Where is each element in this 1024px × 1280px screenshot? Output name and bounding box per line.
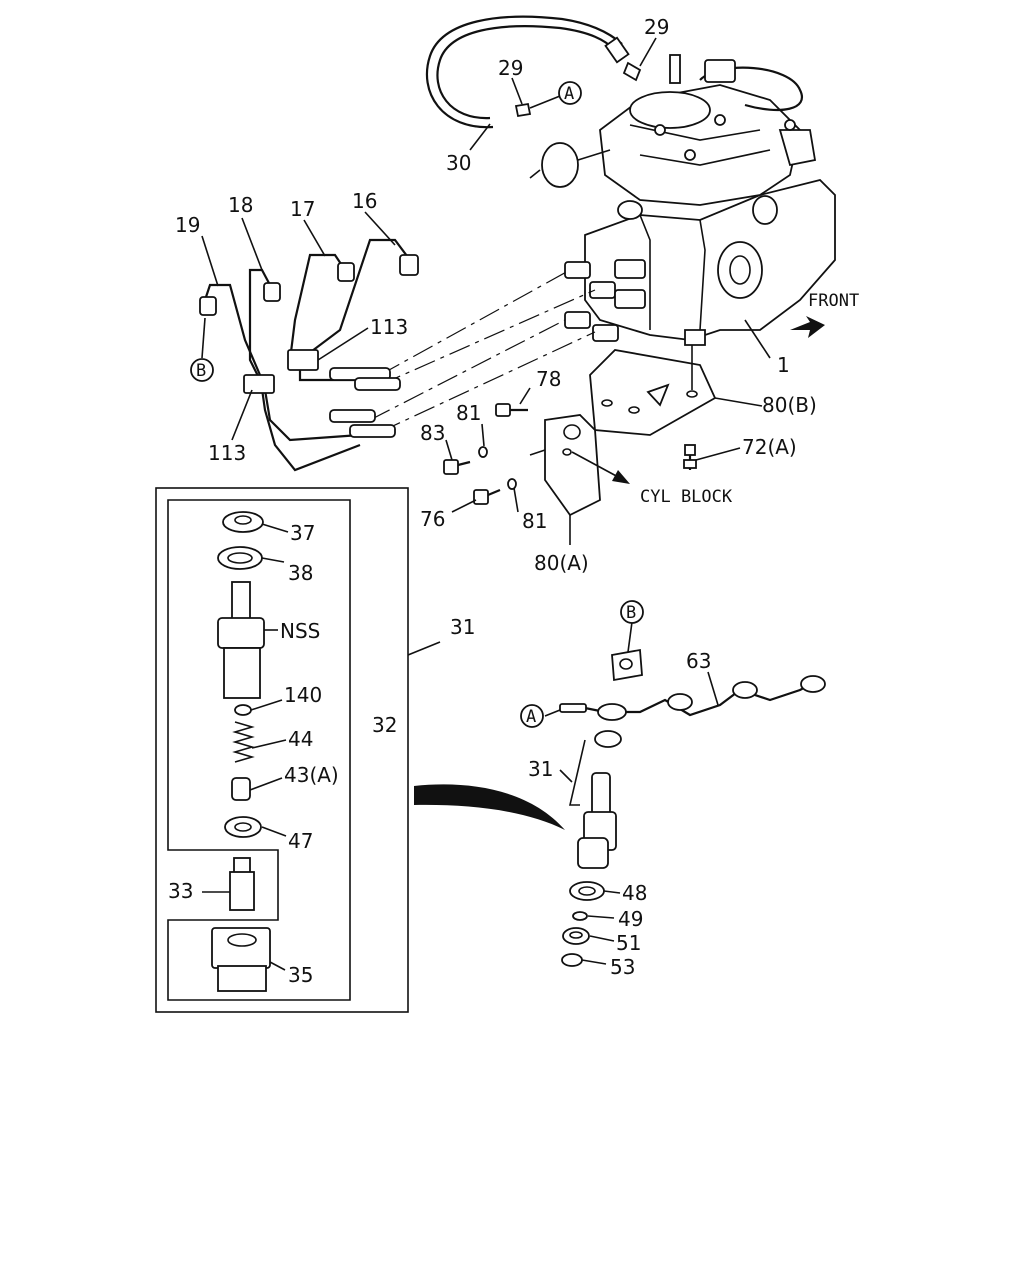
label-80a: 80(A) <box>534 551 589 575</box>
o-ring-140 <box>234 704 252 716</box>
label-32: 32 <box>372 713 397 737</box>
ref-circle-a-top <box>558 81 582 105</box>
label-18: 18 <box>228 193 253 217</box>
nozzle-exploded-box <box>155 487 441 1013</box>
label-44: 44 <box>288 727 313 751</box>
seat-43a <box>231 777 251 801</box>
injection-pipes <box>199 238 596 472</box>
label-cyl-block: CYL BLOCK <box>640 487 733 507</box>
label-37: 37 <box>290 521 315 545</box>
label-38: 38 <box>288 561 313 585</box>
label-113-lower: 113 <box>208 441 246 465</box>
washer-49 <box>572 911 588 921</box>
bracket-80a <box>529 414 601 517</box>
ref-circle-a-right <box>520 704 544 728</box>
cyl-block-arrow <box>571 451 630 484</box>
ref-circle-b-right <box>620 600 644 624</box>
label-81-upper: 81 <box>456 401 481 425</box>
leader-lines <box>201 37 771 971</box>
label-47: 47 <box>288 829 313 853</box>
label-35: 35 <box>288 963 313 987</box>
bracket-80b <box>589 345 717 436</box>
washer-48 <box>569 881 605 901</box>
transfer-arrow <box>414 784 565 830</box>
label-33: 33 <box>168 879 193 903</box>
spring-44 <box>232 721 255 763</box>
label-29: 29 <box>498 56 523 80</box>
label-30: 30 <box>446 151 471 175</box>
label-81-lower: 81 <box>522 509 547 533</box>
ref-b-left: B <box>196 361 206 381</box>
retaining-nut-35 <box>211 927 271 992</box>
ref-a-right: A <box>526 707 536 727</box>
label-29-top: 29 <box>644 15 669 39</box>
label-17: 17 <box>290 197 315 221</box>
washer-53 <box>561 953 583 967</box>
label-19: 19 <box>175 213 200 237</box>
label-49: 49 <box>618 907 643 931</box>
label-1: 1 <box>777 353 790 377</box>
ref-circle-b-left <box>190 358 214 382</box>
label-43a: 43(A) <box>284 763 339 787</box>
washer-51 <box>562 927 590 945</box>
nozzle-holder-nss <box>217 581 265 699</box>
label-76: 76 <box>420 507 445 531</box>
ref-a-top: A <box>564 84 574 104</box>
washer-81-lower <box>507 478 517 490</box>
label-front: FRONT <box>808 291 859 311</box>
label-78: 78 <box>536 367 561 391</box>
label-113-upper: 113 <box>370 315 408 339</box>
bolt-83 <box>443 459 471 475</box>
label-48: 48 <box>622 881 647 905</box>
label-31-right: 31 <box>528 757 553 781</box>
reference-circles <box>190 81 644 728</box>
label-72a: 72(A) <box>742 435 797 459</box>
washer-81-upper <box>478 446 488 458</box>
label-16: 16 <box>352 189 377 213</box>
injector-31 <box>577 772 617 869</box>
label-53: 53 <box>610 955 635 979</box>
bolt-72a <box>683 444 697 470</box>
front-arrow <box>790 316 825 338</box>
injection-pump <box>529 54 836 346</box>
label-31-box: 31 <box>450 615 475 639</box>
labels: 29 29 30 A 19 18 17 16 B 113 113 1 FRONT… <box>168 15 859 987</box>
washer-38 <box>217 546 263 570</box>
return-hose <box>425 15 642 129</box>
washer-47 <box>224 816 262 838</box>
bolt-78 <box>495 403 528 417</box>
label-140: 140 <box>284 683 322 707</box>
nozzle-33 <box>229 857 255 911</box>
label-63: 63 <box>686 649 711 673</box>
nozzle-assembly-right <box>559 602 826 967</box>
ref-b-right: B <box>626 603 636 623</box>
washer-63 <box>594 730 622 748</box>
label-80b: 80(B) <box>762 393 817 417</box>
nut-37 <box>222 511 264 533</box>
bolts-washers <box>443 403 697 505</box>
bolt-76 <box>473 488 501 505</box>
label-83: 83 <box>420 421 445 445</box>
label-51: 51 <box>616 931 641 955</box>
label-nss: NSS <box>280 619 320 643</box>
